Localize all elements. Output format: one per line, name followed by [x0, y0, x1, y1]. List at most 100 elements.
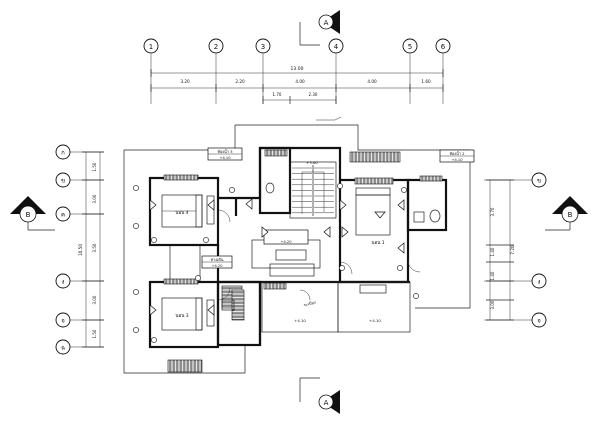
left-seg-2: 3.00 — [92, 194, 97, 203]
door-window-tag — [203, 237, 209, 243]
grid-column-label: 6 — [441, 43, 446, 51]
door-window-tag — [229, 187, 235, 193]
window-marker — [149, 199, 157, 211]
door-window-tag — [151, 237, 157, 243]
walls — [148, 146, 448, 349]
hatch-band — [349, 151, 401, 163]
hatch-band — [263, 282, 287, 290]
door-window-tag — [337, 183, 343, 189]
grid-column-label: 4 — [334, 43, 339, 51]
window-marker — [341, 226, 349, 238]
dim-seg-5: 1.60 — [421, 79, 431, 84]
dim-seg-2: 2.20 — [235, 79, 245, 84]
basin-bath3 — [221, 299, 235, 311]
door-bedroom4 — [217, 209, 231, 223]
tag-hall-level: +4.20 — [211, 264, 223, 268]
grid-row-bubble — [55, 206, 71, 222]
grid-column-label: 1 — [149, 43, 153, 51]
grid-row-bubble — [55, 273, 71, 289]
grid-row-bubble-right — [531, 172, 547, 188]
top-dimensions: 13.00 3.20 2.20 4.00 4.00 1.60 1.70 2.30 — [150, 66, 444, 104]
left-seg-4: 3.00 — [92, 295, 97, 304]
dim-sub-1: 1.70 — [273, 92, 282, 97]
door-bath2 — [407, 259, 421, 273]
grid-column-label: 2 — [214, 43, 218, 51]
window-marker — [245, 198, 253, 210]
grid-row-bubble-right — [531, 273, 547, 289]
tag-balcony2-level: +4.10 — [369, 318, 381, 323]
right-seg-1: 3.70 — [490, 207, 495, 216]
right-seg-3: 1.40 — [490, 271, 495, 280]
tag-hall-name: ทางเดิน — [211, 257, 224, 262]
grid-row-label: ข — [61, 178, 65, 185]
door-bedroom3 — [217, 287, 231, 301]
grid-row-bubble — [55, 339, 71, 355]
furniture — [161, 182, 441, 331]
tag-bath3-level: +4.10 — [219, 156, 231, 160]
bath2-walls — [406, 178, 448, 232]
door-balcony — [299, 289, 311, 301]
door-window-tag — [133, 327, 139, 333]
room-label-porch: ระเบียง — [303, 300, 316, 308]
tag-bath2-name: ห้องน้ำ 2 — [450, 150, 466, 156]
basin-bath2 — [413, 211, 425, 223]
section-mark-bottom: A — [299, 377, 340, 414]
grid-row-label: ก — [61, 150, 65, 157]
hatch-band — [163, 278, 199, 285]
room-label-bedroom1: นอน 1 — [371, 240, 384, 246]
window-marker — [323, 226, 331, 238]
grid-column-bubble — [255, 38, 271, 54]
stair-treads — [292, 165, 334, 216]
left-seg-1: 1.50 — [92, 162, 97, 171]
window-marker — [374, 211, 386, 219]
right-seg-2: 1.40 — [490, 247, 495, 256]
grid-column-bubble — [435, 38, 451, 54]
grid-row-bubble — [55, 172, 71, 188]
window-marker — [207, 304, 215, 316]
window-marker — [261, 226, 269, 238]
grid-row-bubble-right — [531, 312, 547, 328]
dim-sub-2: 2.30 — [309, 92, 318, 97]
grid-row-label: ง — [62, 279, 65, 286]
door-swings — [217, 209, 421, 301]
door-window-tag — [401, 187, 407, 193]
toilet-stair-wc — [265, 182, 275, 194]
section-mark-top: A — [299, 10, 340, 46]
door-window-tag — [397, 265, 403, 271]
grid-column-bubble — [208, 38, 224, 54]
door-window-tag — [413, 293, 419, 299]
door-window-tag — [133, 223, 139, 229]
window-marker — [149, 304, 157, 316]
left-seg-3: 3.50 — [92, 243, 97, 252]
grid-column-label: 3 — [261, 43, 265, 51]
hatch-band — [163, 174, 199, 181]
overall-dimension: 13.00 — [291, 66, 304, 72]
window-marker — [207, 199, 215, 211]
tag-stair-level: +3.60 — [306, 160, 318, 165]
room-tags: ห้องน้ำ 3 +4.10 ห้องน้ำ 2 +4.10 ทางเดิน … — [201, 147, 475, 323]
section-mark-left-label: B — [26, 211, 31, 219]
grid-row-label: ค — [61, 212, 65, 219]
door-window-tag — [195, 275, 201, 281]
hatch-band — [167, 359, 203, 373]
grid-row-label-right: จ — [537, 318, 541, 325]
window-hatches — [163, 149, 443, 373]
window-marker — [397, 242, 405, 254]
tag-living-level: +4.20 — [280, 240, 292, 244]
grid-row-label-right: ข — [537, 178, 541, 185]
balcony1 — [261, 281, 339, 333]
grid-column-bubble — [143, 38, 159, 54]
door-window-tag — [133, 289, 139, 295]
tag-balcony1-level: +4.10 — [294, 318, 306, 323]
right-total-dim: 7.20 — [510, 245, 515, 255]
dim-seg-3: 4.00 — [295, 79, 305, 84]
balcony2 — [337, 281, 411, 333]
window-marker — [339, 199, 347, 211]
left-seg-5: 1.50 — [92, 329, 97, 338]
coffee-table — [275, 249, 307, 261]
door-bedroom1 — [339, 261, 353, 275]
section-mark-left: B — [10, 196, 55, 231]
hatch-band — [419, 175, 443, 182]
section-mark-right-label: B — [568, 211, 573, 219]
